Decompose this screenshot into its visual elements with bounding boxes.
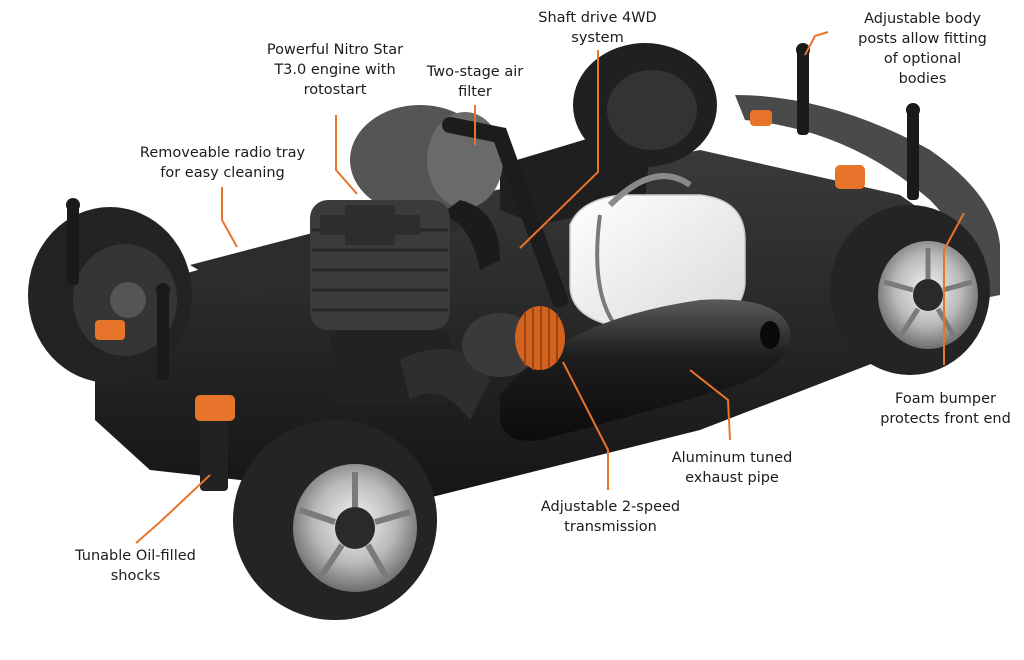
rear-right-wheel	[830, 205, 990, 375]
rear-left-wheel	[573, 43, 717, 167]
callout-body-posts-line: bodies	[898, 71, 947, 87]
callout-exhaust-line: Aluminum tuned	[671, 450, 793, 466]
callout-transmission: Adjustable 2-speed transmission	[528, 497, 693, 537]
callout-engine-line: rotostart	[303, 82, 367, 98]
transmission	[462, 306, 565, 377]
callout-engine: Powerful Nitro Star T3.0 engine with rot…	[250, 40, 420, 100]
fuel-tank	[569, 173, 746, 327]
callout-radio-tray-line: Removeable radio tray	[139, 145, 306, 161]
callout-shaft-drive-line: system	[571, 30, 624, 46]
callout-body-posts-line: Adjustable body	[864, 11, 981, 27]
callout-air-filter-line: filter	[458, 84, 492, 100]
callout-exhaust: Aluminum tuned exhaust pipe	[662, 448, 802, 488]
callout-foam-bumper-line: Foam bumper	[895, 391, 996, 407]
callout-engine-line: T3.0 engine with	[274, 62, 396, 78]
callout-shocks: Tunable Oil-filled shocks	[58, 546, 213, 586]
callout-shocks-line: shocks	[110, 568, 161, 584]
body-posts	[66, 43, 920, 380]
callout-body-posts-line: posts allow fitting	[858, 31, 987, 47]
callout-transmission-line: Adjustable 2-speed	[540, 499, 681, 515]
shocks	[95, 110, 865, 491]
roll-bar	[442, 117, 568, 308]
callout-transmission-line: transmission	[564, 519, 657, 535]
callout-radio-tray-line: for easy cleaning	[160, 165, 285, 181]
exhaust-pipe	[500, 299, 791, 441]
callout-radio-tray: Removeable radio tray for easy cleaning	[125, 143, 320, 183]
callout-engine-line: Powerful Nitro Star	[266, 42, 404, 58]
callout-shaft-drive-line: Shaft drive 4WD	[538, 10, 657, 26]
callout-exhaust-line: exhaust pipe	[685, 470, 779, 486]
callout-foam-bumper-line: protects front end	[880, 411, 1011, 427]
front-right-wheel	[233, 420, 437, 620]
callout-air-filter: Two-stage air filter	[415, 62, 535, 102]
callout-air-filter-line: Two-stage air	[426, 64, 524, 80]
callout-shaft-drive: Shaft drive 4WD system	[525, 8, 670, 48]
callout-shocks-line: Tunable Oil-filled	[75, 548, 196, 564]
callout-body-posts-line: of optional	[883, 51, 962, 67]
callout-body-posts: Adjustable body posts allow fitting of o…	[845, 9, 1000, 89]
callout-foam-bumper: Foam bumper protects front end	[868, 389, 1023, 429]
engine	[310, 200, 490, 420]
leader-lines	[135, 31, 965, 544]
